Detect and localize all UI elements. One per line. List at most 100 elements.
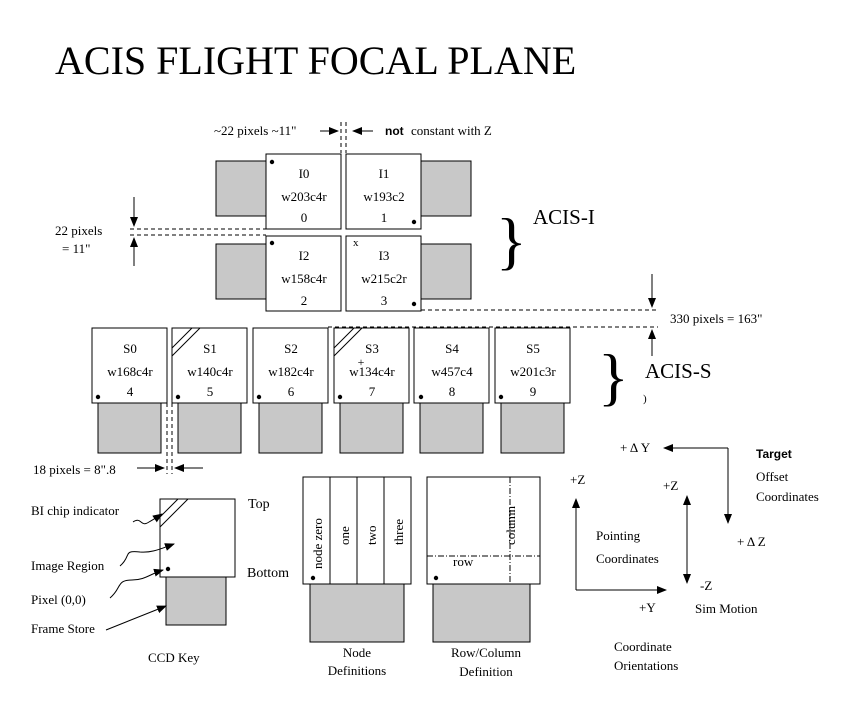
- s5-pixel-origin: [498, 394, 504, 400]
- pointing-label-1: Pointing: [596, 528, 641, 543]
- chip-s5: [494, 327, 571, 404]
- column-label: column: [503, 506, 518, 545]
- s1-bi-hatch-1: [171, 327, 193, 349]
- key-pixel-label: Pixel (0,0): [31, 592, 86, 607]
- key-top-label: Top: [248, 497, 270, 512]
- key-chip: [159, 498, 236, 578]
- chip-s3: [333, 327, 410, 404]
- chip-s1-name: S1: [203, 341, 217, 356]
- chip-s5-number: 9: [530, 384, 537, 399]
- chip-s3-serial: w134c4r: [349, 364, 395, 379]
- s1-bi-hatch-2: [171, 327, 201, 357]
- key-pixel-pointer: [109, 568, 164, 599]
- chip-s5-name: S5: [526, 341, 540, 356]
- gap-left-line1: 22 pixels: [55, 223, 102, 238]
- i3-pixel-origin: [411, 301, 417, 307]
- coords-caption-1: Coordinate: [614, 639, 672, 654]
- node-caption-1: Node: [343, 645, 371, 660]
- chip-i2: [265, 235, 342, 312]
- gap-top-constant: constant with Z: [411, 123, 492, 138]
- chip-i2-name: I2: [299, 248, 310, 263]
- rowcol-caption-2: Definition: [459, 664, 513, 679]
- s2-pixel-origin: [256, 394, 262, 400]
- s4-frame-store: [419, 402, 484, 454]
- gap-top-not: not: [385, 124, 404, 138]
- node-pixel-origin: [310, 575, 316, 581]
- i2-frame-store: [215, 243, 267, 300]
- gap-s-label: 18 pixels = 8".8: [33, 462, 116, 477]
- i1-pixel-origin: [411, 219, 417, 225]
- s3-bi-hatch-2: [333, 327, 363, 357]
- chip-i2-number: 2: [301, 293, 308, 308]
- chip-s4-number: 8: [449, 384, 456, 399]
- i0-pixel-origin: [269, 159, 275, 165]
- chip-i3-name: I3: [379, 248, 390, 263]
- node-caption-2: Definitions: [328, 663, 387, 678]
- key-bi-hatch-1: [159, 498, 179, 518]
- chip-i1-number: 1: [381, 210, 388, 225]
- key-image-pointer: [119, 543, 175, 567]
- s3-bi-hatch-1: [333, 327, 355, 349]
- chip-s4: [413, 327, 490, 404]
- chip-i1-name: I1: [379, 166, 390, 181]
- key-bi-hatch-2: [159, 498, 189, 528]
- acis-s-label: ACIS-S: [645, 359, 712, 383]
- rowcol-definition: row column Row/Column Definition: [426, 476, 541, 679]
- chip-s3-number: 7: [369, 384, 376, 399]
- gap-left-line2: = 11": [62, 241, 90, 256]
- sim-minus-z: -Z: [700, 578, 712, 593]
- chip-i0: [265, 153, 342, 230]
- acis-s-array: S0 w168c4r 4 S1 w140c4r 5 S2 w182c4r 6 S…: [91, 327, 571, 454]
- key-bottom-label: Bottom: [247, 566, 289, 581]
- s0-frame-store: [97, 402, 162, 454]
- acis-i-array: I0 w203c4r 0 I1 w193c2 1 I2 w158c4r 2 x …: [215, 153, 472, 312]
- diagram-title: ACIS FLIGHT FOCAL PLANE: [55, 38, 576, 83]
- sim-motion-label: Sim Motion: [695, 601, 758, 616]
- node-frame-store: [309, 583, 405, 643]
- chip-i0-number: 0: [301, 210, 308, 225]
- chip-i0-serial: w203c4r: [281, 189, 327, 204]
- coords-caption-2: Orientations: [614, 658, 678, 673]
- node-two-label: two: [364, 526, 379, 546]
- key-frame-label: Frame Store: [31, 621, 95, 636]
- acis-s-brace: }: [598, 341, 629, 412]
- s3-frame-store: [339, 402, 404, 454]
- sim-plus-z: +Z: [663, 478, 678, 493]
- key-bi-pointer: [132, 513, 163, 525]
- chip-s2-serial: w182c4r: [268, 364, 314, 379]
- chip-s2-number: 6: [288, 384, 295, 399]
- key-caption: CCD Key: [148, 650, 200, 665]
- chip-i1-serial: w193c2: [363, 189, 404, 204]
- chip-s3-name: S3: [365, 341, 379, 356]
- chip-s1-serial: w140c4r: [187, 364, 233, 379]
- chip-i1: [345, 153, 422, 230]
- s5-frame-store: [500, 402, 565, 454]
- chip-s2-name: S2: [284, 341, 298, 356]
- aimpoint-marker: x: [353, 237, 359, 249]
- chip-s1: [171, 327, 248, 404]
- aimpoint-plus: +: [358, 355, 365, 369]
- chip-s5-serial: w201c3r: [510, 364, 556, 379]
- target-label-3: Coordinates: [756, 489, 819, 504]
- i1-frame-store: [420, 160, 472, 217]
- row-label: row: [453, 554, 474, 569]
- key-pixel-origin: [165, 566, 171, 572]
- key-bi-label: BI chip indicator: [31, 503, 120, 518]
- chip-s4-name: S4: [445, 341, 459, 356]
- chip-s4-serial: w457c4: [431, 364, 473, 379]
- chip-s2: [252, 327, 329, 404]
- key-frame-store: [165, 576, 227, 626]
- acis-s-paren: ): [643, 393, 647, 405]
- pointing-label-2: Coordinates: [596, 551, 659, 566]
- s4-pixel-origin: [418, 394, 424, 400]
- chip-i3-number: 3: [381, 293, 388, 308]
- rowcol-frame-store: [432, 583, 531, 643]
- s0-pixel-origin: [95, 394, 101, 400]
- key-image-label: Image Region: [31, 558, 105, 573]
- node-three-label: three: [391, 519, 406, 545]
- chip-i3-serial: w215c2r: [361, 271, 407, 286]
- key-frame-pointer: [105, 605, 167, 631]
- rowcol-pixel-origin: [433, 575, 439, 581]
